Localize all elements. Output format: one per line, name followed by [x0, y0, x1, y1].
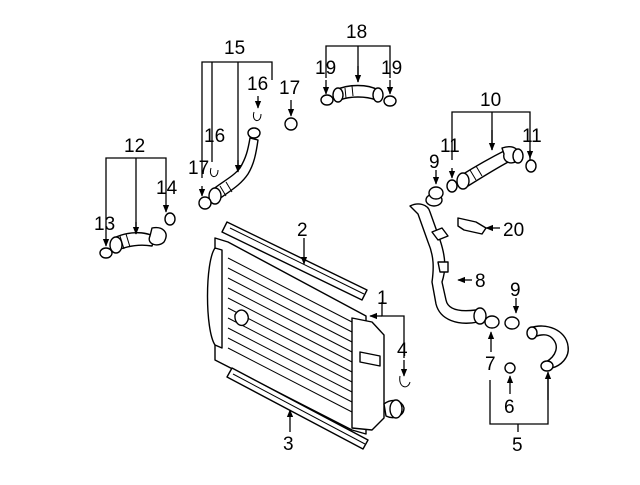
callout-4: 4	[397, 340, 408, 361]
clamp-17-upper	[284, 117, 298, 131]
callout-16-upper: 16	[247, 74, 268, 95]
callout-8: 8	[475, 271, 486, 292]
callout-9-upper: 9	[429, 152, 440, 173]
hose-18	[332, 84, 384, 103]
clamp-11-left	[446, 179, 458, 193]
clamp-17-lower	[198, 196, 212, 210]
callout-3: 3	[283, 434, 294, 455]
clamp-16-upper	[252, 111, 262, 121]
callout-20: 20	[503, 220, 524, 241]
sensor-20	[457, 217, 487, 235]
callout-13: 13	[94, 214, 115, 235]
callout-11-left: 11	[440, 136, 460, 157]
callout-18: 18	[346, 22, 367, 43]
hose-5	[526, 325, 569, 372]
callout-7: 7	[485, 354, 496, 375]
clamp-9-upper	[428, 186, 444, 200]
callout-1: 1	[377, 288, 388, 309]
lower-air-guide-seal	[226, 367, 369, 450]
charge-air-pipe-8	[409, 193, 487, 325]
callout-14: 14	[156, 178, 178, 199]
hose-10	[456, 146, 524, 190]
clamp-16-lower	[209, 167, 219, 177]
hose-12	[109, 226, 167, 254]
clip-part-4	[399, 375, 411, 388]
seal-7	[484, 315, 500, 329]
callout-15: 15	[224, 38, 245, 59]
callout-9-lower: 9	[510, 280, 521, 301]
clamp-11-right	[525, 159, 537, 173]
callout-labels: 1 2 3 4 5 6 7 8 9 9 10 11 11 12 13 14 15…	[94, 22, 542, 456]
hose-15	[208, 127, 261, 205]
seal-6	[504, 362, 516, 374]
callout-12: 12	[124, 136, 145, 157]
clamp-19-right	[383, 95, 397, 107]
clamp-19-left	[320, 94, 334, 106]
clamp-9-lower	[504, 316, 520, 330]
callout-11-right: 11	[522, 126, 542, 147]
leader-lines	[102, 45, 552, 432]
callout-5: 5	[512, 435, 523, 456]
callout-6: 6	[504, 397, 515, 418]
callout-2: 2	[297, 220, 308, 241]
callout-19-right: 19	[381, 58, 402, 79]
callout-17-upper: 17	[279, 78, 300, 99]
callout-10: 10	[480, 90, 501, 111]
clamp-13	[99, 247, 113, 259]
callout-17-lower: 17	[188, 158, 209, 179]
clamp-14	[164, 212, 176, 226]
upper-air-guide-seal	[221, 221, 368, 301]
callout-16-lower: 16	[204, 126, 225, 147]
callout-19-left: 19	[315, 58, 336, 79]
intercooler-core	[206, 237, 405, 435]
